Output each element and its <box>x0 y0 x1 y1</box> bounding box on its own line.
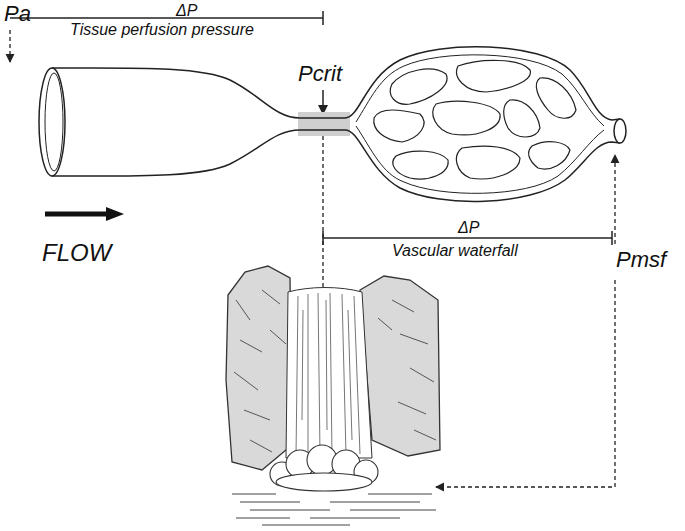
bracket-tick <box>322 11 324 25</box>
water-surface <box>232 494 436 525</box>
bracket-label: Tissue perfusion pressure <box>70 21 254 39</box>
capillary-loop <box>456 146 520 179</box>
cliff <box>360 276 440 456</box>
foam-puff <box>276 473 372 491</box>
pressure-symbol: Pa <box>4 2 31 26</box>
vessel-outlet <box>614 119 626 143</box>
capillary-loop <box>536 78 576 118</box>
pressure-bracket <box>10 17 323 19</box>
capillary-loop <box>529 142 570 169</box>
foam <box>270 445 378 491</box>
critical-segment <box>298 112 350 136</box>
water-streaks <box>296 293 360 456</box>
waterfall-illustration <box>226 266 440 525</box>
flow-arrow <box>45 212 108 217</box>
falling-water <box>286 288 372 459</box>
pressure-symbol: Pcrit <box>298 62 342 86</box>
vessel-wall <box>52 130 345 176</box>
vessel-inlet <box>39 68 65 176</box>
leader-line <box>322 90 324 114</box>
leader-line <box>322 136 323 306</box>
capillary-loop <box>504 100 540 137</box>
flow-arrow-head <box>106 207 124 221</box>
capillary-loop <box>457 60 531 92</box>
capillary-loop <box>390 69 447 104</box>
cliff <box>226 266 292 470</box>
capillary-loop <box>433 101 500 135</box>
pressure-bracket <box>323 237 612 239</box>
leader-line <box>436 280 615 487</box>
vessel-inlet-rim <box>45 73 63 171</box>
capillary-loop <box>374 110 424 142</box>
pressure-delta: ΔP <box>176 2 197 20</box>
cliff-hatching <box>378 300 436 440</box>
leader-line <box>9 30 10 62</box>
pressure-delta: ΔP <box>458 219 479 237</box>
cliff-hatching <box>234 290 286 452</box>
flow-label: FLOW <box>42 240 111 266</box>
bracket-tick <box>611 231 613 245</box>
capillary-bed-wall <box>345 130 620 201</box>
pressure-symbol: Pmsf <box>616 248 666 272</box>
capillary-loop <box>393 151 448 179</box>
capillary-network <box>374 60 576 179</box>
bracket-label: Vascular waterfall <box>392 242 518 260</box>
leader-line <box>614 155 615 244</box>
